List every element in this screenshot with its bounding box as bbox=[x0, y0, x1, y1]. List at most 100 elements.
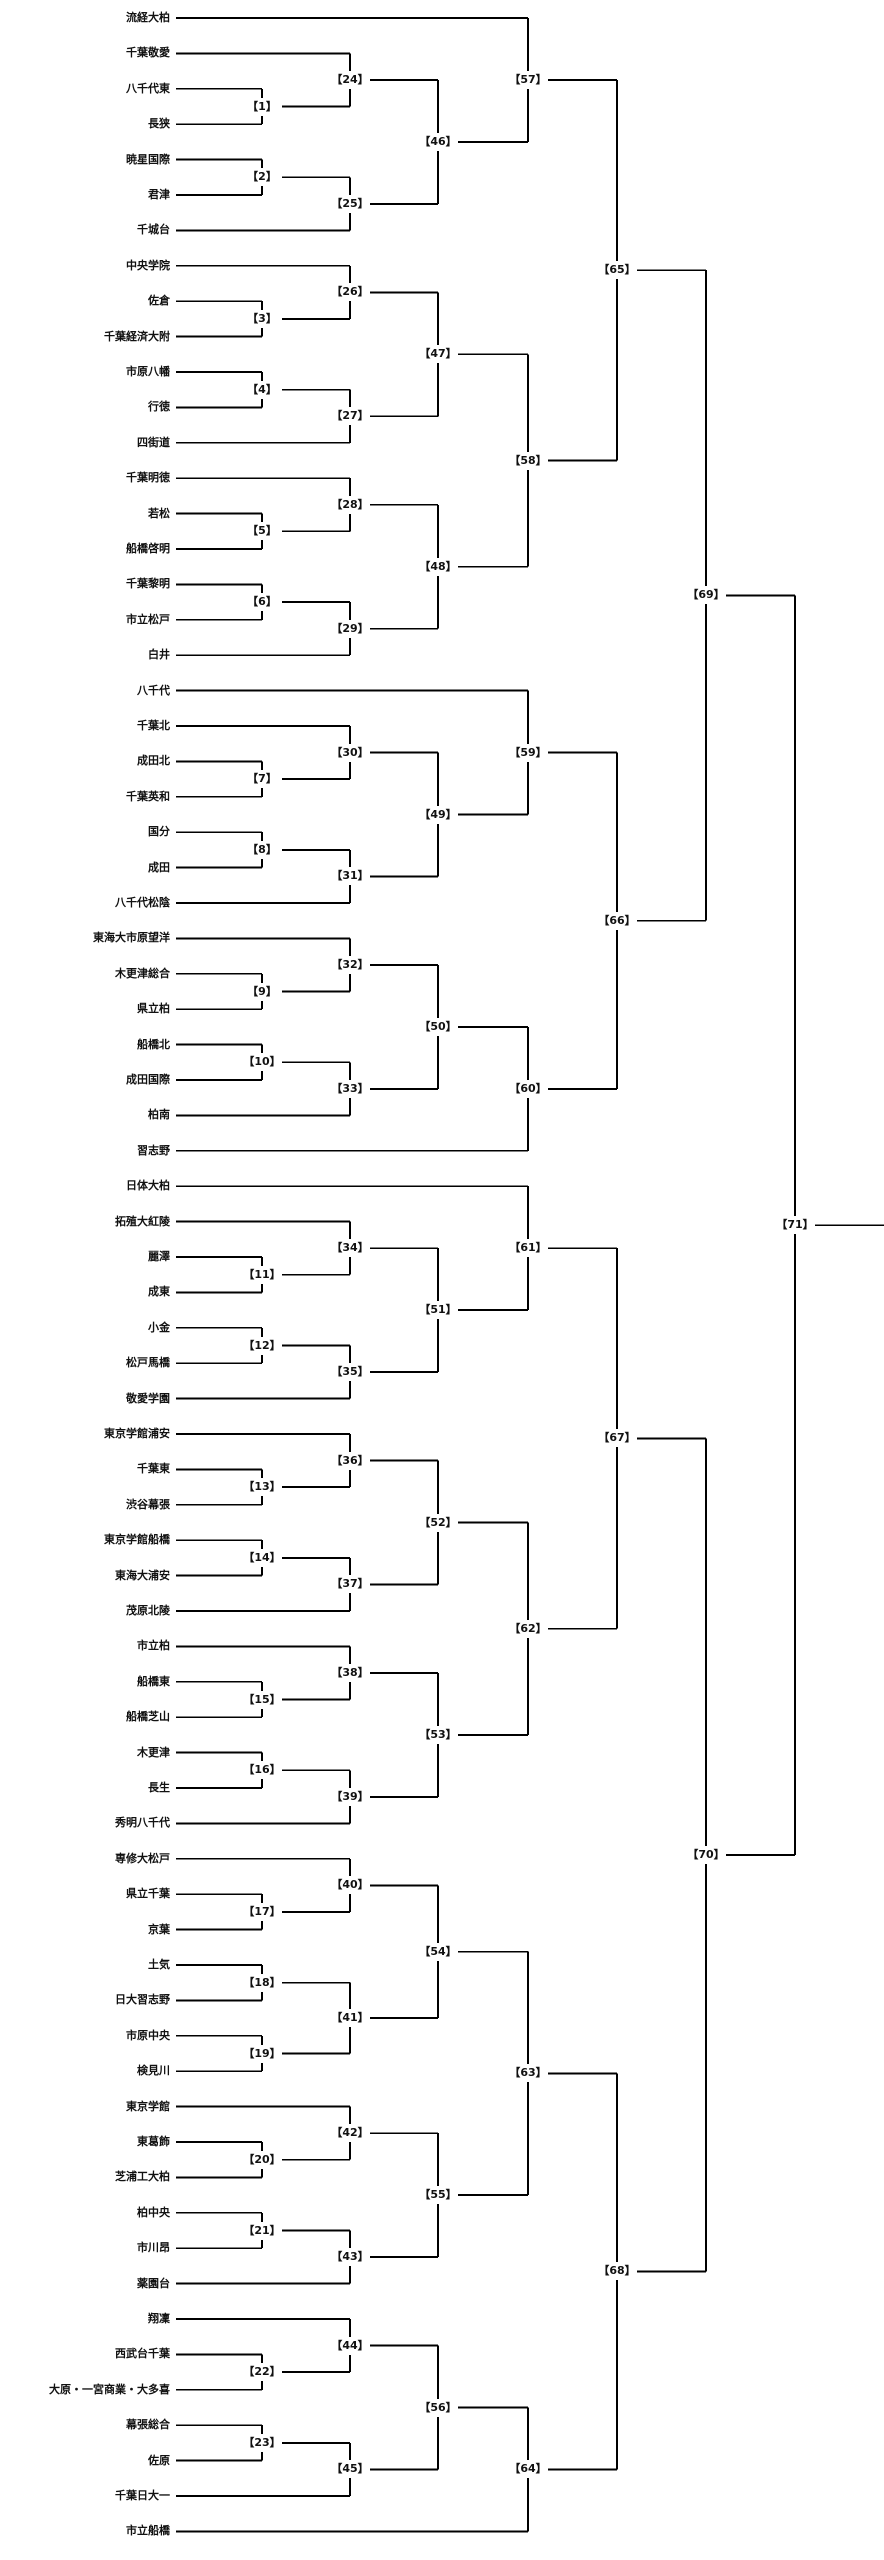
match-number-label: 【56】 bbox=[418, 2398, 458, 2417]
match-number-label: 【15】 bbox=[242, 1690, 282, 1709]
team-name: 東葛飾 bbox=[137, 2135, 170, 2148]
team-name: 西武台千葉 bbox=[115, 2347, 170, 2361]
team-name: 麗澤 bbox=[148, 1250, 170, 1263]
team-name: 市川昂 bbox=[137, 2241, 170, 2255]
team-name: 柏中央 bbox=[137, 2205, 170, 2219]
match-number-label: 【33】 bbox=[330, 1079, 370, 1098]
team-name: 小金 bbox=[148, 1320, 170, 1334]
team-name: 拓殖大紅陵 bbox=[115, 1214, 170, 1228]
match-number-label: 【18】 bbox=[242, 1973, 282, 1992]
team-name: 成東 bbox=[148, 1285, 170, 1299]
team-name: 県立千葉 bbox=[126, 1887, 170, 1901]
team-name: 国分 bbox=[148, 825, 170, 839]
match-number-label: 【4】 bbox=[242, 380, 282, 399]
match-number-label: 【19】 bbox=[242, 2044, 282, 2063]
team-name: 専修大松戸 bbox=[115, 1851, 170, 1865]
team-name: 船橋芝山 bbox=[126, 1710, 170, 1724]
match-number-label: 【55】 bbox=[418, 2186, 458, 2205]
team-name: 市原中央 bbox=[126, 2028, 170, 2042]
match-number-label: 【68】 bbox=[597, 2262, 637, 2281]
match-number-label: 【46】 bbox=[418, 132, 458, 151]
team-name: 市立船橋 bbox=[126, 2524, 170, 2538]
team-name: 京葉 bbox=[148, 1922, 170, 1936]
match-number-label: 【16】 bbox=[242, 1761, 282, 1780]
match-number-label: 【41】 bbox=[330, 2009, 370, 2028]
match-number-label: 【35】 bbox=[330, 1363, 370, 1382]
match-number-label: 【69】 bbox=[686, 586, 726, 605]
match-number-label: 【44】 bbox=[330, 2336, 370, 2355]
team-name: 八千代東 bbox=[126, 81, 170, 95]
match-number-label: 【39】 bbox=[330, 1787, 370, 1806]
match-number-label: 【9】 bbox=[242, 982, 282, 1001]
match-number-label: 【64】 bbox=[508, 2460, 548, 2479]
team-name: 東京学館 bbox=[126, 2099, 170, 2113]
match-number-label: 【53】 bbox=[418, 1725, 458, 1744]
team-name: 佐原 bbox=[148, 2453, 170, 2467]
team-name: 行徳 bbox=[148, 400, 170, 414]
team-name: 秀明八千代 bbox=[115, 1816, 170, 1830]
team-name: 流経大柏 bbox=[126, 11, 170, 24]
match-number-label: 【58】 bbox=[508, 451, 548, 470]
match-number-label: 【40】 bbox=[330, 1876, 370, 1895]
team-name: 船橋北 bbox=[137, 1037, 170, 1051]
match-number-label: 【67】 bbox=[597, 1429, 637, 1448]
match-number-label: 【54】 bbox=[418, 1942, 458, 1961]
team-name: 習志野 bbox=[137, 1143, 170, 1157]
match-number-label: 【47】 bbox=[418, 345, 458, 364]
team-name: 東海大浦安 bbox=[115, 1568, 170, 1582]
team-name: 船橋啓明 bbox=[126, 542, 170, 555]
match-number-label: 【20】 bbox=[242, 2150, 282, 2169]
team-name: 木更津 bbox=[137, 1745, 170, 1759]
team-name: 八千代 bbox=[137, 683, 170, 697]
match-number-label: 【65】 bbox=[597, 261, 637, 280]
match-number-label: 【49】 bbox=[418, 805, 458, 824]
match-number-label: 【48】 bbox=[418, 557, 458, 576]
team-name: 東京学館船橋 bbox=[104, 1533, 170, 1547]
match-number-label: 【22】 bbox=[242, 2363, 282, 2382]
match-number-label: 【10】 bbox=[242, 1053, 282, 1072]
match-number-label: 【52】 bbox=[418, 1513, 458, 1532]
team-name: 成田 bbox=[148, 860, 170, 874]
match-number-label: 【14】 bbox=[242, 1548, 282, 1567]
match-number-label: 【5】 bbox=[242, 522, 282, 541]
team-name: 暁星国際 bbox=[126, 152, 170, 166]
match-number-label: 【42】 bbox=[330, 2124, 370, 2143]
team-name: 日体大柏 bbox=[126, 1179, 170, 1193]
team-name: 検見川 bbox=[137, 2064, 170, 2078]
team-name: 千葉明徳 bbox=[126, 471, 170, 485]
match-number-label: 【71】 bbox=[775, 1216, 815, 1235]
match-number-label: 【11】 bbox=[242, 1265, 282, 1284]
team-name: 長狭 bbox=[148, 117, 170, 131]
match-number-label: 【59】 bbox=[508, 743, 548, 762]
team-name: 市原八幡 bbox=[126, 365, 170, 378]
team-name: 日大習志野 bbox=[115, 1993, 170, 2007]
team-name: 四街道 bbox=[137, 435, 170, 449]
match-number-label: 【45】 bbox=[330, 2460, 370, 2479]
match-number-label: 【27】 bbox=[330, 407, 370, 426]
team-name: 千葉経済大附 bbox=[104, 329, 170, 343]
team-name: 君津 bbox=[148, 188, 170, 201]
match-number-label: 【1】 bbox=[242, 97, 282, 116]
match-number-label: 【23】 bbox=[242, 2433, 282, 2452]
team-name: 千葉敬愛 bbox=[126, 46, 170, 60]
team-name: 敬愛学園 bbox=[126, 1391, 170, 1405]
team-name: 長生 bbox=[148, 1781, 170, 1794]
match-number-label: 【60】 bbox=[508, 1079, 548, 1098]
match-number-label: 【36】 bbox=[330, 1451, 370, 1470]
team-name: 渋谷幕張 bbox=[126, 1497, 170, 1511]
match-number-label: 【51】 bbox=[418, 1301, 458, 1320]
team-name: 木更津総合 bbox=[115, 966, 170, 980]
team-name: 佐倉 bbox=[148, 294, 170, 308]
match-number-label: 【28】 bbox=[330, 495, 370, 514]
team-name: 翔凜 bbox=[148, 2312, 170, 2325]
match-number-label: 【17】 bbox=[242, 1902, 282, 1921]
team-name: 薬園台 bbox=[137, 2276, 170, 2290]
match-number-label: 【30】 bbox=[330, 743, 370, 762]
match-number-label: 【24】 bbox=[330, 70, 370, 89]
match-number-label: 【37】 bbox=[330, 1575, 370, 1594]
team-name: 千葉黎明 bbox=[126, 577, 170, 591]
match-number-label: 【13】 bbox=[242, 1478, 282, 1497]
team-name: 土気 bbox=[148, 1958, 170, 1971]
match-number-label: 【12】 bbox=[242, 1336, 282, 1355]
team-name: 松戸馬橋 bbox=[126, 1356, 170, 1370]
